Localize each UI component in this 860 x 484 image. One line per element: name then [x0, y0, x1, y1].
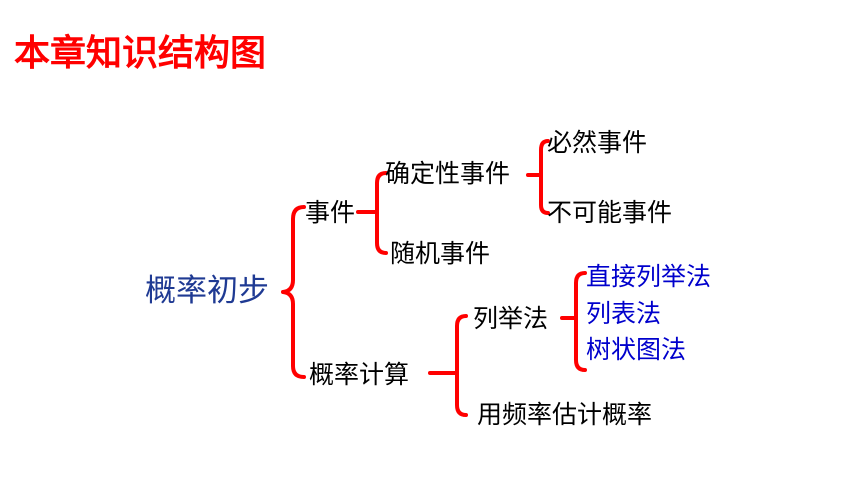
- frequency-estimate-node: 用频率估计概率: [477, 400, 653, 429]
- enumeration-node: 列举法: [473, 304, 549, 333]
- events-node: 事件: [305, 198, 356, 227]
- certain-events-node: 确定性事件: [385, 159, 511, 188]
- certain-bracket: [539, 139, 550, 215]
- probability-calc-node: 概率计算: [309, 360, 410, 389]
- root-bracket: [281, 205, 306, 379]
- tree-diagram-method: 树状图法: [586, 335, 687, 364]
- root-node: 概率初步: [145, 273, 269, 309]
- calc-bracket: [455, 314, 468, 417]
- certain-event-node: 必然事件: [547, 128, 648, 157]
- direct-enumeration-method: 直接列举法: [586, 262, 712, 291]
- impossible-event-node: 不可能事件: [547, 198, 673, 227]
- enum-bracket: [574, 271, 587, 372]
- random-events-node: 随机事件: [390, 239, 491, 268]
- table-method: 列表法: [586, 299, 662, 328]
- events-bracket: [375, 171, 388, 255]
- page-title: 本章知识结构图: [14, 33, 267, 74]
